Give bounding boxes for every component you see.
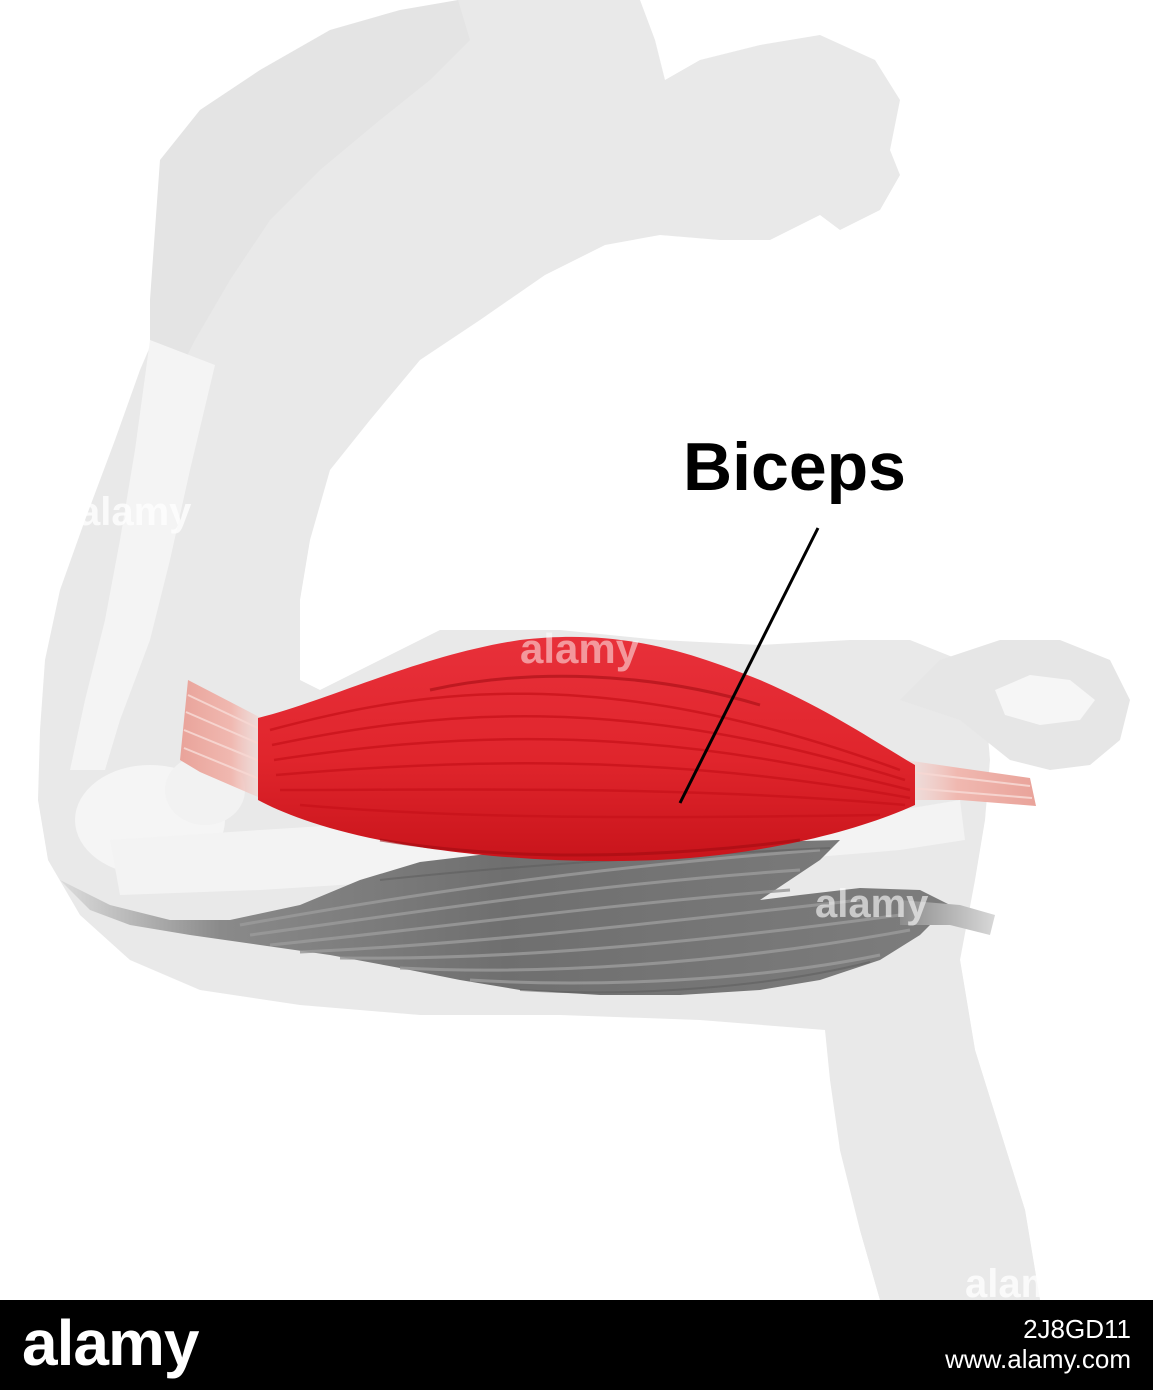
footer-bar: alamy 2J8GD11 www.alamy.com [0, 1300, 1153, 1390]
image-id: 2J8GD11 [1023, 1314, 1131, 1344]
arm-muscle-illustration [38, 0, 1130, 1300]
biceps-label: Biceps [683, 429, 906, 505]
biceps-muscle [180, 636, 1036, 862]
alamy-logo: alamy [22, 1307, 199, 1379]
humerus-bone [70, 340, 215, 770]
label-leader-line [678, 527, 820, 804]
footer-meta: 2J8GD11 www.alamy.com [945, 1314, 1131, 1374]
footer-url: www.alamy.com [945, 1344, 1131, 1374]
brachialis-muscle [60, 840, 995, 995]
shoulder-shape [150, 0, 470, 390]
